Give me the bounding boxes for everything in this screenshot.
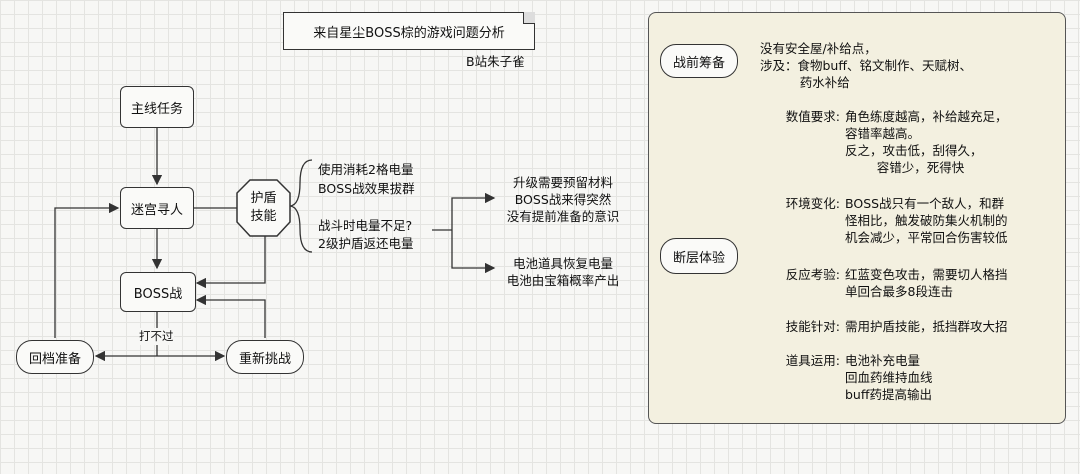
retry-node: 重新挑战 [226, 340, 304, 374]
shield-node: 护盾 技能 [237, 190, 290, 226]
item-text-environment: BOSS战只有一个敌人，和群 怪相比，触发破防集火机制的 机会减少，平常回合伤害… [845, 196, 1008, 245]
item-label-numeric: 数值要求: [785, 109, 840, 124]
shield-label-1: 护盾 [250, 191, 277, 206]
branch-bottom-text: 电池道具恢复电量 电池由宝箱概率产出 [506, 256, 620, 288]
prep-label: 战前筹备 [672, 55, 725, 71]
arrow-shield-to-boss [195, 236, 266, 289]
prep-text: 没有安全屋/补给点， 涉及：食物buff、铭文制作、天赋树、 药水补给 [760, 41, 972, 90]
shield-octagon [236, 179, 291, 237]
branch-top-text: 升级需要预留材料 BOSS战来得突然 没有提前准备的意识 [506, 175, 620, 224]
main-quest-node: 主线任务 [120, 86, 194, 128]
retreat-node: 回档准备 [16, 340, 94, 374]
prep-node: 战前筹备 [660, 44, 738, 78]
arrow-branch-top [451, 192, 496, 230]
analysis-panel [648, 12, 1066, 424]
item-text-items: 电池补充电量 回血药维持血线 buff药提高输出 [845, 353, 933, 402]
shield-notes-brace [289, 159, 313, 253]
fail-label: 打不过 [139, 328, 174, 345]
shield-notes: 使用消耗2格电量 BOSS战效果拔群 战斗时电量不足? 2级护盾返还电量 [318, 162, 415, 251]
item-text-numeric: 角色练度越高，补给越充足， 容错率越高。 反之，攻击低，刮得久， 容错少，死得快 [845, 109, 1008, 175]
deep-node: 断层体验 [660, 238, 738, 274]
shield-label-2: 技能 [250, 209, 277, 224]
item-label-environment: 环境变化: [785, 196, 840, 211]
boss-label: BOSS战 [133, 286, 183, 302]
retry-label: 重新挑战 [238, 351, 291, 367]
maze-label: 迷宫寻人 [130, 202, 183, 218]
arrow-branch-bottom [451, 230, 496, 274]
author-label: B站朱子雀 [466, 54, 525, 69]
main-quest-label: 主线任务 [130, 101, 183, 117]
maze-node: 迷宫寻人 [120, 187, 194, 229]
note-fold [523, 12, 535, 24]
item-label-skill: 技能针对: [785, 319, 840, 334]
deep-label: 断层体验 [672, 250, 725, 266]
arrow-retreat-to-maze [54, 202, 120, 338]
item-label-items: 道具运用: [785, 353, 840, 368]
item-text-reaction: 红蓝变色攻击，需要切人格挡 单回合最多8段连击 [845, 267, 1008, 299]
item-text-skill: 需用护盾技能，抵挡群攻大招 [845, 319, 1008, 334]
arrow-retry-to-boss [195, 294, 266, 338]
title-note: 来自星尘BOSS棕的游戏问题分析 [283, 12, 535, 50]
diagram-title: 来自星尘BOSS棕的游戏问题分析 [313, 25, 505, 41]
retreat-label: 回档准备 [28, 351, 81, 367]
boss-node: BOSS战 [120, 272, 196, 312]
item-label-reaction: 反应考验: [785, 267, 840, 282]
